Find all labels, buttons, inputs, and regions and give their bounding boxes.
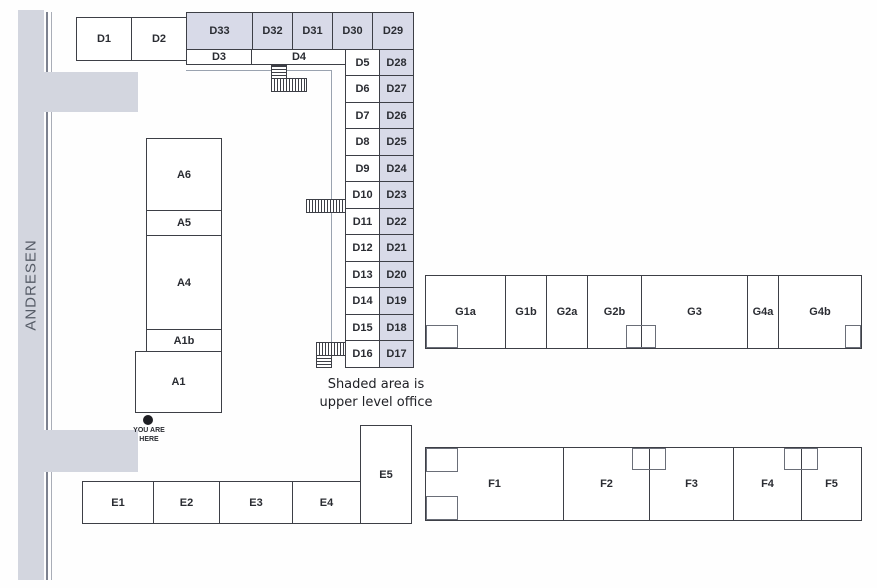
unit-d23[interactable]: D23 [379,181,414,209]
unit-d15[interactable]: D15 [345,314,380,341]
unit-d22[interactable]: D22 [379,208,414,235]
unit-e2[interactable]: E2 [153,481,220,524]
unit-d32[interactable]: D32 [252,12,293,50]
stairs-icon [271,65,287,79]
unit-d21[interactable]: D21 [379,234,414,262]
walkway-line [186,70,332,71]
unit-d9[interactable]: D9 [345,155,380,182]
unit-g4a[interactable]: G4a [747,275,779,349]
unit-d13[interactable]: D13 [345,261,380,288]
unit-d33[interactable]: D33 [186,12,253,50]
unit-g1b[interactable]: G1b [505,275,547,349]
unit-d18[interactable]: D18 [379,314,414,341]
unit-d10[interactable]: D10 [345,181,380,209]
unit-f3[interactable]: F3 [649,447,734,521]
curb-line [51,12,52,72]
you-are-here-marker [143,415,153,425]
unit-d14[interactable]: D14 [345,287,380,315]
door-marker [845,325,861,348]
door-marker [784,448,818,470]
unit-g1a[interactable]: G1a [425,275,506,349]
unit-g4b[interactable]: G4b [778,275,862,349]
unit-d2[interactable]: D2 [131,17,187,61]
street-label: ANDRESEN [22,239,40,331]
unit-e1[interactable]: E1 [82,481,154,524]
unit-d1[interactable]: D1 [76,17,132,61]
unit-d6[interactable]: D6 [345,75,380,103]
unit-g3[interactable]: G3 [641,275,748,349]
unit-f2[interactable]: F2 [563,447,650,521]
unit-f5[interactable]: F5 [801,447,862,521]
door-marker [626,325,656,348]
unit-a6[interactable]: A6 [146,138,222,211]
shaded-area-note: Shaded area is upper level office [319,377,433,410]
unit-d4[interactable]: D4 [251,49,347,65]
door-marker [426,448,458,472]
curb-line [51,472,52,580]
unit-d20[interactable]: D20 [379,261,414,288]
door-marker [632,448,666,470]
door-marker [426,325,458,348]
andresen-road [18,10,44,580]
unit-d12[interactable]: D12 [345,234,380,262]
unit-a5[interactable]: A5 [146,210,222,236]
unit-a1[interactable]: A1 [135,351,222,413]
unit-d16[interactable]: D16 [345,340,380,368]
curb-line [46,112,48,430]
upper-driveway [44,72,138,112]
door-marker [426,496,458,520]
unit-d8[interactable]: D8 [345,128,380,156]
unit-d29[interactable]: D29 [372,12,414,50]
stairs-icon [306,199,346,213]
lower-driveway [44,430,138,472]
unit-d27[interactable]: D27 [379,75,414,103]
unit-a1b[interactable]: A1b [146,329,222,352]
unit-e4[interactable]: E4 [292,481,361,524]
unit-d3[interactable]: D3 [186,49,252,65]
unit-d26[interactable]: D26 [379,102,414,129]
unit-e3[interactable]: E3 [219,481,293,524]
you-are-here-label: YOU ARE HERE [133,427,165,443]
unit-d11[interactable]: D11 [345,208,380,235]
unit-d24[interactable]: D24 [379,155,414,182]
curb-line [51,112,52,430]
unit-e5[interactable]: E5 [360,425,412,524]
unit-d19[interactable]: D19 [379,287,414,315]
stairs-icon [316,342,346,356]
curb-line [46,472,48,580]
stairs-icon [316,355,332,368]
unit-f4[interactable]: F4 [733,447,802,521]
unit-d17[interactable]: D17 [379,340,414,368]
unit-d25[interactable]: D25 [379,128,414,156]
stairs-icon [271,78,307,92]
unit-g2a[interactable]: G2a [546,275,588,349]
unit-a4[interactable]: A4 [146,235,222,330]
unit-f1[interactable]: F1 [425,447,564,521]
unit-d28[interactable]: D28 [379,49,414,76]
unit-d5[interactable]: D5 [345,49,380,76]
unit-d31[interactable]: D31 [292,12,333,50]
unit-d7[interactable]: D7 [345,102,380,129]
unit-d30[interactable]: D30 [332,12,373,50]
curb-line [46,12,48,72]
